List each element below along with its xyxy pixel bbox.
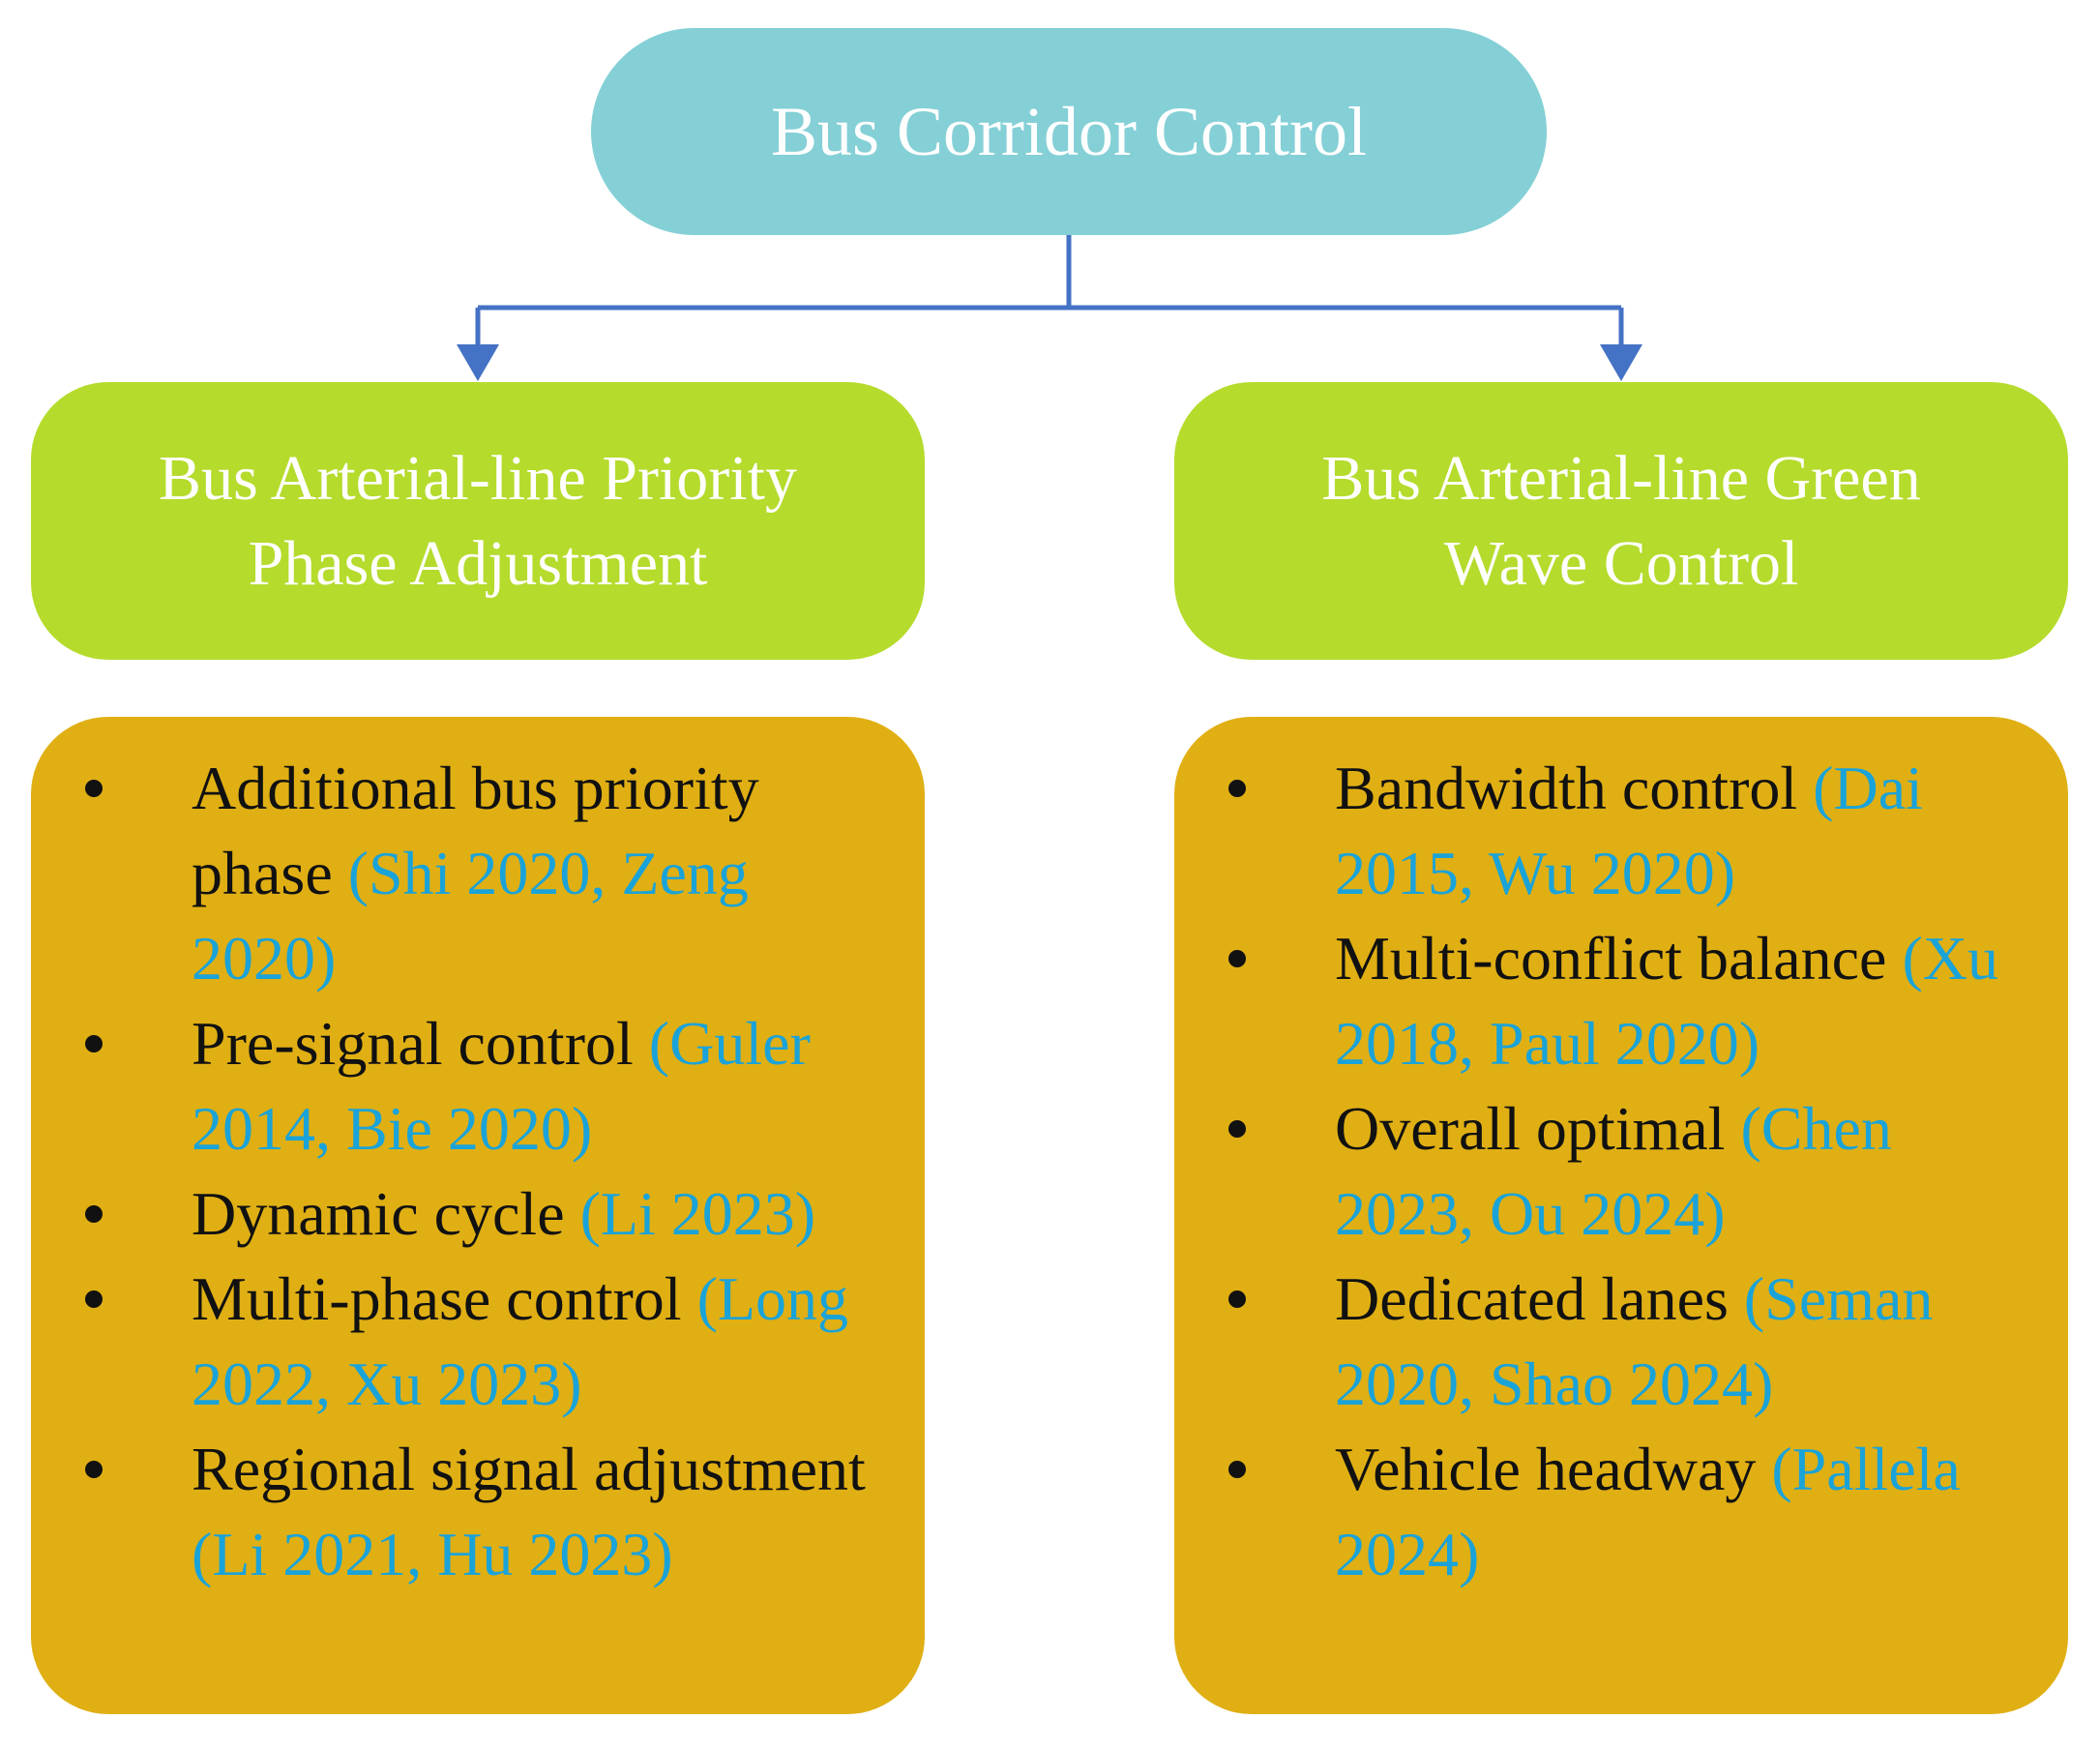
list-item: Dynamic cycle (Li 2023)	[60, 1171, 896, 1257]
item-text: Bandwidth control	[1335, 754, 1798, 822]
item-citation: (Guler 2014, Bie 2020)	[192, 1009, 811, 1163]
root-node-label: Bus Corridor Control	[770, 92, 1367, 170]
list-item: Overall optimal (Chen 2023, Ou 2024)	[1203, 1086, 2039, 1257]
list-item: Multi-conflict balance (Xu 2018, Paul 20…	[1203, 916, 2039, 1086]
branch-left-title-line-2: Phase Adjustment	[248, 527, 708, 599]
item-citation: (Chen 2023, Ou 2024)	[1335, 1094, 1892, 1248]
item-citation: (Seman 2020, Shao 2024)	[1335, 1264, 1934, 1418]
item-text: Dynamic cycle	[192, 1179, 565, 1248]
item-text: Pre-signal control	[192, 1009, 634, 1078]
item-citation: (Dai 2015, Wu 2020)	[1335, 754, 1923, 907]
item-citation: (Long 2022, Xu 2023)	[192, 1264, 848, 1418]
arrowhead-right	[1600, 344, 1642, 381]
branch-node-priority-phase-adjustment: Bus Arterial-line Priority Phase Adjustm…	[31, 382, 925, 660]
method-list-left: Additional bus priority phase (Shi 2020,…	[60, 746, 896, 1597]
item-citation: (Pallela 2024)	[1335, 1435, 1961, 1588]
method-list-card-right: Bandwidth control (Dai 2015, Wu 2020) Mu…	[1174, 717, 2068, 1714]
item-citation: (Shi 2020, Zeng 2020)	[192, 839, 749, 993]
item-text: Multi-conflict balance	[1335, 924, 1887, 993]
item-text: Overall optimal	[1335, 1094, 1726, 1163]
list-item: Dedicated lanes (Seman 2020, Shao 2024)	[1203, 1257, 2039, 1427]
branch-right-title-line-2: Wave Control	[1443, 527, 1799, 599]
item-text: Dedicated lanes	[1335, 1264, 1729, 1333]
item-text: Multi-phase control	[192, 1264, 682, 1333]
item-text: Vehicle headway	[1335, 1435, 1757, 1503]
branch-right-title-line-1: Bus Arterial-line Green	[1321, 442, 1921, 514]
branch-node-green-wave-control: Bus Arterial-line Green Wave Control	[1174, 382, 2068, 660]
item-text: Additional bus priority phase	[192, 754, 759, 907]
item-citation: (Li 2021, Hu 2023)	[192, 1520, 673, 1588]
item-citation: (Li 2023)	[579, 1179, 816, 1248]
list-item: Pre-signal control (Guler 2014, Bie 2020…	[60, 1001, 896, 1171]
branch-left-title-line-1: Bus Arterial-line Priority	[159, 442, 797, 514]
item-text: Regional signal adjustment	[192, 1435, 866, 1503]
list-item: Regional signal adjustment (Li 2021, Hu …	[60, 1427, 896, 1597]
root-node-bus-corridor-control: Bus Corridor Control	[591, 28, 1547, 235]
list-item: Bandwidth control (Dai 2015, Wu 2020)	[1203, 746, 2039, 916]
list-item: Vehicle headway (Pallela 2024)	[1203, 1427, 2039, 1597]
list-item: Multi-phase control (Long 2022, Xu 2023)	[60, 1257, 896, 1427]
item-citation: (Xu 2018, Paul 2020)	[1335, 924, 1998, 1078]
method-list-right: Bandwidth control (Dai 2015, Wu 2020) Mu…	[1203, 746, 2039, 1597]
method-list-card-left: Additional bus priority phase (Shi 2020,…	[31, 717, 925, 1714]
arrowhead-left	[457, 344, 499, 381]
list-item: Additional bus priority phase (Shi 2020,…	[60, 746, 896, 1001]
